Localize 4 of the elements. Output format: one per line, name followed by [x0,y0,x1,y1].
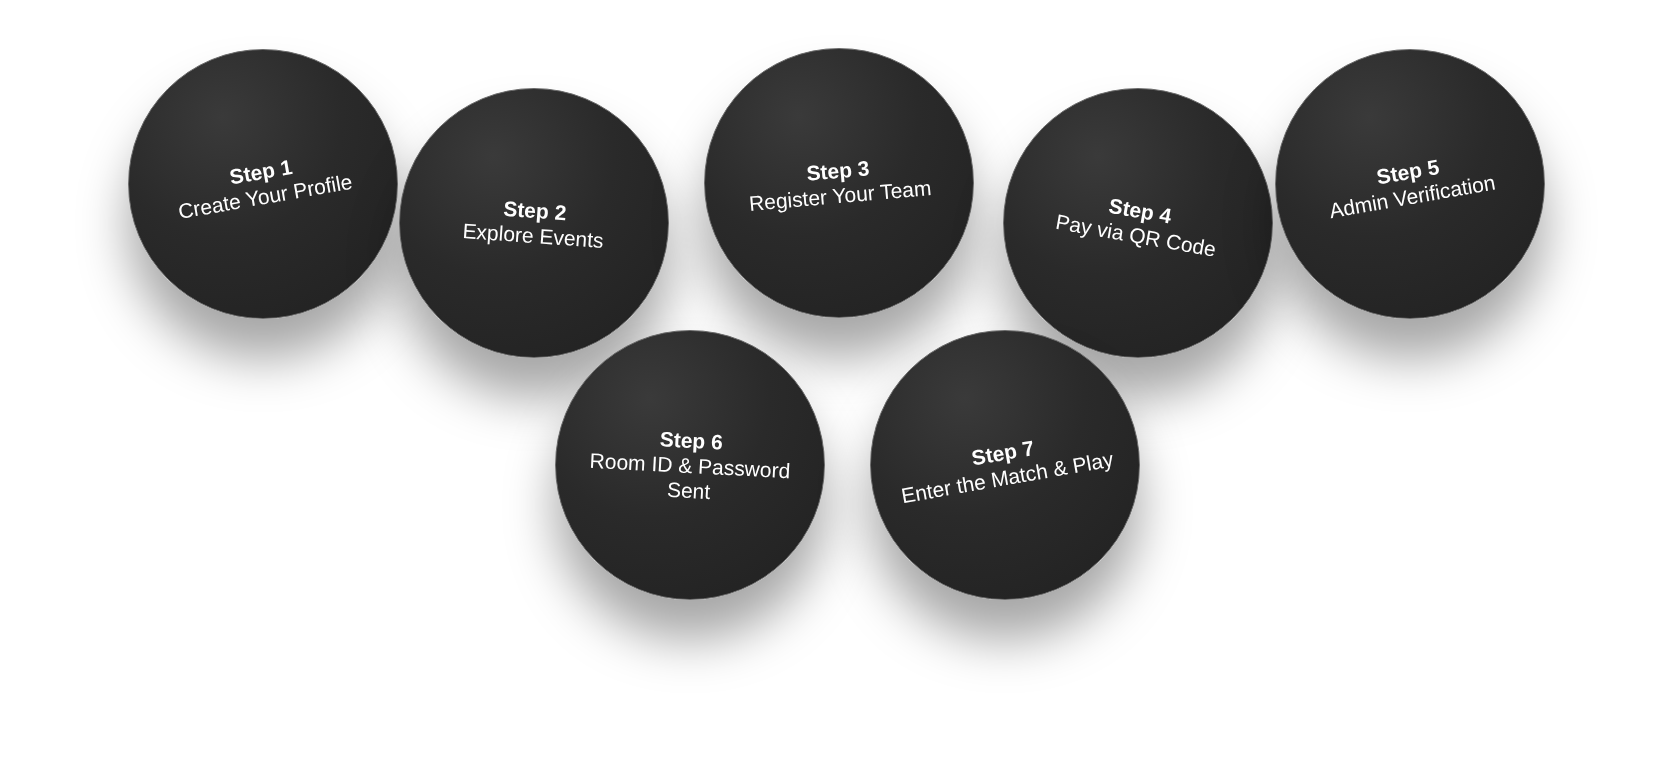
step-title: Step 2 [502,195,568,225]
step-title: Step 6 [659,425,724,455]
step-title: Step 3 [805,155,871,186]
step-title: Step 1 [227,153,294,189]
